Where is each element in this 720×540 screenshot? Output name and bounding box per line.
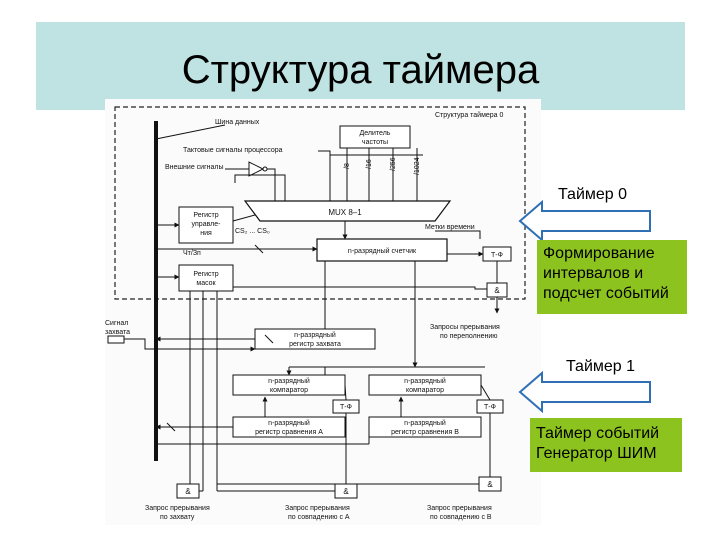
tap-256: /256	[390, 157, 397, 171]
compare-register-b-label-2: регистр сравнения В	[391, 429, 459, 436]
compare-register-a-label-1: n-разрядный	[268, 419, 310, 427]
capture-signal-label-2: захвата	[105, 329, 130, 336]
divider-taps	[329, 148, 418, 201]
data-bus-label: Шина данных	[215, 119, 260, 126]
irq-capture-label-1: Запрос прерывания	[145, 505, 210, 512]
irq-match-b-label-1: Запрос прерывания	[427, 505, 492, 512]
tf-b-label: Т-Ф	[484, 404, 496, 411]
comparator-b-label-1: n-разрядный	[404, 377, 446, 385]
cs-label: CS₂ ... CS₀	[235, 228, 270, 235]
control-register-label-2: управле-	[192, 221, 222, 228]
overflow-irq-label-1: Запросы прерывания	[430, 324, 500, 331]
tap-16: /16	[366, 159, 373, 169]
and-0-label: &	[494, 286, 500, 295]
comparator-b-label-2: компаратор	[406, 387, 444, 394]
overflow-irq-label-2: по переполнению	[440, 333, 498, 340]
and-match-a-label: &	[343, 487, 349, 496]
irq-match-b-label-2: по совпадению с В	[430, 514, 492, 521]
comparator-a-label-2: компаратор	[270, 387, 308, 394]
tap-1024: /1024	[414, 157, 421, 175]
time-marks-label: Метки времени	[425, 224, 475, 231]
timer0-description-box: Формирование интервалов и подсчет событи…	[537, 240, 687, 314]
mask-register-label-1: Регистр	[193, 271, 218, 278]
title-band: Структура таймера	[36, 22, 685, 110]
divider-label-1: Делитель	[360, 130, 391, 137]
diagram-canvas: Структура таймера 0 Шина данных Тактовые…	[105, 106, 526, 521]
external-signals-label: Внешние сигналы	[165, 164, 224, 171]
mux-label: MUX 8–1	[328, 208, 362, 217]
timer0-arrow-icon	[518, 200, 651, 242]
control-register	[178, 206, 234, 244]
timer1-arrow-icon	[518, 371, 651, 413]
data-bus-pointer	[155, 124, 226, 140]
irq-capture-label-2: по захвату	[160, 514, 195, 521]
compare-register-b	[368, 416, 482, 438]
timer1-label: Таймер 1	[566, 358, 636, 375]
timer0-desc-line-3: подсчет событий	[543, 285, 669, 302]
slide-title: Структура таймера	[181, 48, 540, 92]
capture-signal-label-1: Сигнал	[105, 320, 128, 327]
frame-label: Структура таймера 0	[435, 111, 504, 119]
mux-block	[243, 200, 452, 222]
mask-register	[178, 264, 234, 292]
timer0-desc-line-1: Формирование	[543, 245, 655, 262]
buffer-symbol	[248, 161, 265, 177]
clock-signals-label: Тактовые сигналы процессора	[183, 147, 283, 154]
timer1-desc-line-2: Генератор ШИМ	[536, 445, 657, 462]
timer0-desc-line-2: интервалов и	[543, 265, 644, 282]
compare-register-a-label-2: регистр сравнения А	[255, 429, 323, 436]
rw-label: Чт/Зп	[183, 250, 201, 257]
counter-label: n-разрядный счетчик	[348, 247, 417, 255]
control-register-label-3: ния	[200, 230, 212, 237]
clock-line	[318, 150, 423, 156]
capture-pin	[107, 335, 125, 344]
capture-register-label-1: n-разрядный	[294, 331, 336, 339]
mask-outputs	[189, 291, 218, 491]
divider-label-2: частоты	[362, 139, 388, 146]
tf-0-label: Т-Ф	[491, 252, 503, 259]
and-match-b-label: &	[487, 480, 493, 489]
timer-structure-diagram: Структура таймера 0 Шина данных Тактовые…	[105, 99, 541, 525]
control-register-label-1: Регистр	[193, 212, 218, 219]
comparator-a-label-1: n-разрядный	[268, 377, 310, 385]
tap-8: /8	[344, 163, 351, 169]
timer0-frame	[114, 106, 526, 300]
mask-register-label-2: масок	[196, 280, 216, 287]
irq-match-a-label-1: Запрос прерывания	[285, 505, 350, 512]
timer0-label: Таймер 0	[558, 186, 628, 203]
divider-box	[339, 125, 411, 149]
timer1-description-box: Таймер событий Генератор ШИМ	[530, 418, 682, 472]
tf-a-label: Т-Ф	[340, 404, 352, 411]
irq-match-a-label-2: по совпадению с А	[288, 514, 350, 521]
and-capture-label: &	[185, 487, 191, 496]
compare-register-b-label-1: n-разрядный	[404, 419, 446, 427]
timer1-desc-line-1: Таймер событий	[536, 425, 660, 442]
capture-register-label-2: регистр захвата	[289, 341, 341, 348]
